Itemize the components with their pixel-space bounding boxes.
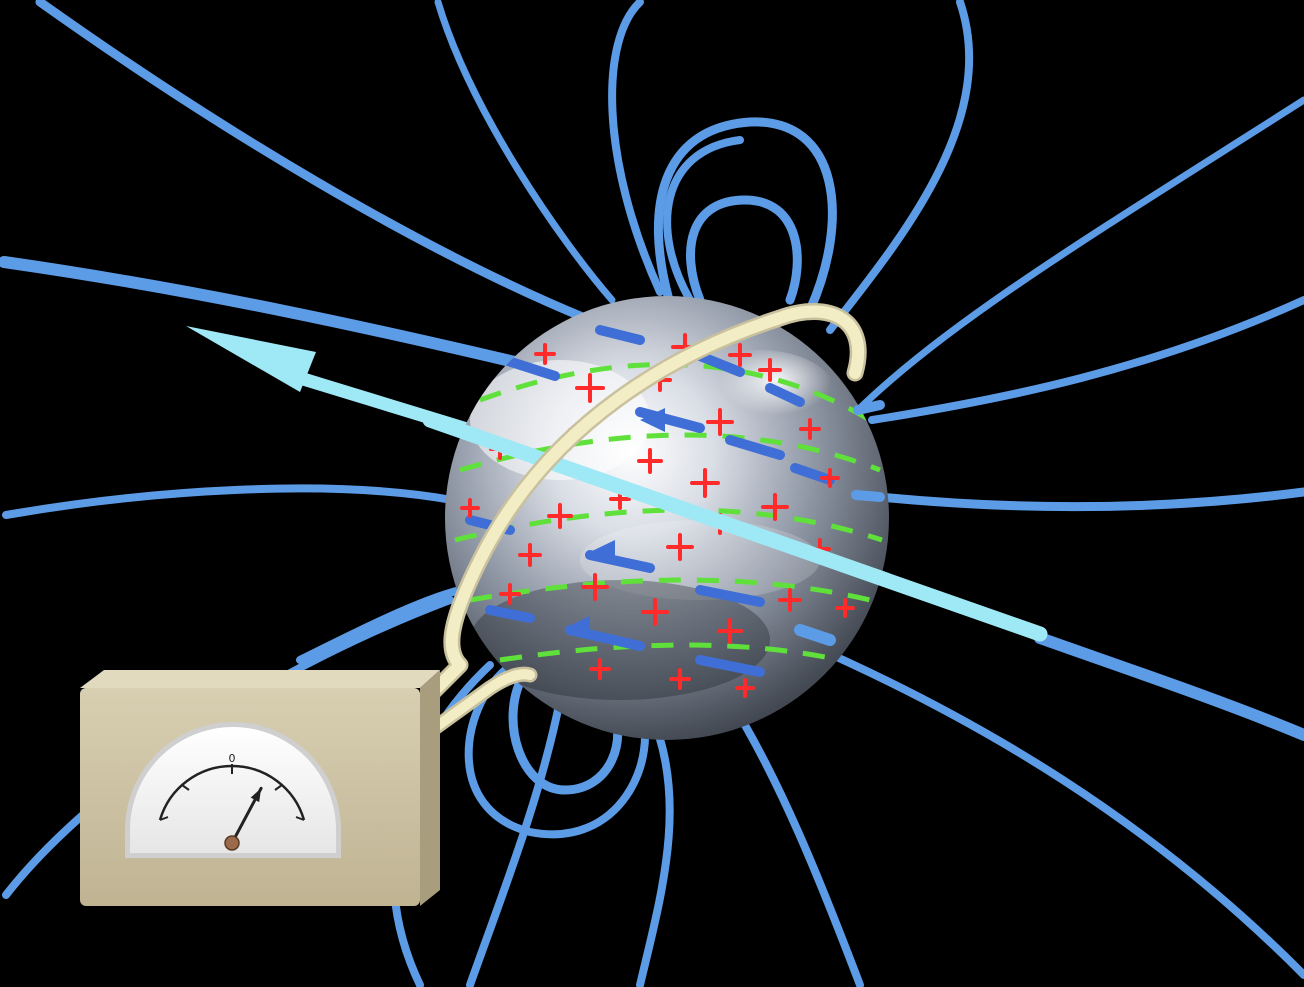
field-line (636, 708, 674, 987)
field-line (608, 0, 664, 296)
field-line (1034, 632, 1304, 741)
field-line (806, 641, 1304, 979)
field-line-loop (654, 117, 837, 315)
charged-sphere-icon (445, 296, 889, 740)
field-line (434, 0, 616, 304)
field-line (854, 96, 1304, 414)
field-line-loop (663, 136, 744, 304)
wire-loop-icon (401, 303, 867, 743)
field-line (466, 696, 564, 987)
field-line-loop (464, 666, 649, 839)
needle-pivot (224, 835, 240, 851)
field-line (35, 0, 590, 323)
field-line (296, 586, 464, 664)
galvanometer-icon: 0 (80, 670, 440, 906)
gauge-zero-label: 0 (229, 752, 236, 765)
field-line (0, 256, 546, 374)
field-line (855, 487, 1304, 512)
gauge-needle (230, 786, 263, 845)
field-line-stubs (794, 400, 885, 646)
field-line-loop (686, 195, 802, 305)
field-line (868, 296, 1304, 424)
field-line (826, 0, 974, 334)
rotation-axis-arrow-shaft (422, 412, 1048, 642)
gauge-dial: 0 (125, 722, 341, 858)
field-line (2, 484, 456, 519)
field-line-loop (508, 673, 623, 795)
current-direction-arrows (565, 408, 665, 640)
field-line (726, 696, 864, 987)
plus-charges (460, 333, 855, 698)
